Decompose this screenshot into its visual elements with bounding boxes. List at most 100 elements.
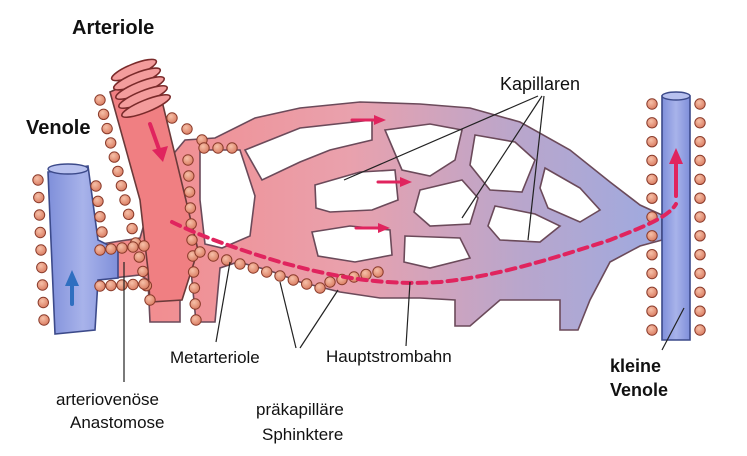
muscle-bead — [189, 298, 201, 310]
muscle-bead — [314, 282, 326, 294]
arteriole-vessel — [109, 58, 199, 303]
muscle-bead — [646, 249, 658, 261]
muscle-bead — [105, 243, 117, 255]
flow-arrow-icon — [148, 122, 168, 162]
label-praekapillaere: präkapilläre — [256, 400, 344, 419]
muscle-bead — [646, 117, 658, 129]
tissue-space — [403, 235, 472, 269]
muscle-bead — [694, 98, 706, 110]
muscle-bead — [96, 226, 108, 238]
muscle-bead — [247, 262, 260, 274]
label-sphinktere: Sphinktere — [262, 425, 343, 444]
muscle-bead — [261, 266, 273, 278]
tissue-space — [311, 225, 393, 263]
right-venole-vessel — [661, 91, 691, 341]
muscle-bead — [187, 266, 200, 278]
blood-flow-dashed-path — [170, 202, 678, 285]
leader-lines — [123, 95, 685, 382]
muscle-bead — [694, 230, 706, 242]
muscle-bead — [646, 267, 658, 280]
muscle-bead — [694, 173, 706, 186]
muscle-bead — [127, 241, 139, 253]
muscle-bead — [36, 261, 48, 274]
muscle-bead — [694, 267, 706, 280]
label-venole-right: Venole — [610, 380, 668, 400]
muscle-bead — [112, 165, 124, 178]
muscle-bead — [182, 154, 194, 166]
muscle-bead — [138, 240, 150, 252]
muscle-bead — [694, 324, 706, 336]
muscle-bead — [694, 249, 706, 261]
muscle-bead — [144, 294, 156, 306]
muscle-bead — [694, 286, 706, 298]
muscle-bead — [101, 122, 113, 135]
smooth-muscle-beads — [32, 94, 706, 336]
muscle-bead — [137, 265, 149, 278]
muscle-bead — [234, 258, 246, 270]
muscle-bead — [122, 208, 135, 221]
flow-arrow-icon — [669, 148, 683, 198]
muscle-bead — [116, 242, 128, 254]
muscle-bead — [105, 137, 117, 149]
label-arteriole: Arteriole — [72, 17, 154, 39]
muscle-bead — [694, 305, 706, 317]
muscle-bead — [94, 280, 106, 292]
muscle-bead — [646, 305, 658, 317]
tissue-space — [487, 205, 562, 243]
flow-arrow-icon — [65, 270, 79, 306]
flow-arrow-icon — [350, 115, 386, 125]
muscle-bead — [97, 108, 110, 121]
capillary-network — [94, 101, 663, 331]
label-anastomose: Anastomose — [70, 413, 165, 432]
muscle-bead — [226, 142, 238, 154]
muscle-bead — [181, 123, 193, 135]
muscle-bead — [274, 270, 286, 282]
muscle-bead — [646, 98, 658, 110]
tissue-space — [413, 179, 479, 227]
muscle-bead — [694, 192, 706, 204]
muscle-bead — [194, 246, 206, 258]
muscle-bead — [94, 244, 106, 256]
muscle-bead — [301, 278, 313, 290]
muscle-bead — [372, 266, 384, 278]
muscle-bead — [37, 296, 49, 309]
muscle-bead — [126, 222, 138, 235]
muscle-bead — [127, 278, 139, 291]
muscle-bead — [646, 154, 658, 167]
muscle-bead — [92, 195, 104, 208]
muscle-bead — [646, 324, 658, 336]
muscle-bead — [694, 211, 706, 223]
muscle-bead — [133, 251, 146, 263]
left-venole-vessel — [47, 163, 119, 335]
muscle-bead — [183, 170, 195, 182]
flow-arrow-icon — [354, 223, 390, 233]
label-arteriovenoese: arteriovenöse — [56, 390, 159, 409]
muscle-bead — [90, 180, 102, 192]
tissue-space — [314, 169, 399, 213]
muscle-bead — [221, 254, 233, 266]
muscle-bead — [94, 211, 106, 223]
muscle-bead — [34, 226, 46, 239]
muscle-bead — [115, 180, 128, 192]
muscle-bead — [198, 142, 210, 154]
muscle-bead — [94, 94, 106, 106]
muscle-bead — [646, 286, 658, 298]
muscle-bead — [186, 234, 198, 246]
muscle-bead — [287, 274, 299, 286]
muscle-bead — [207, 250, 220, 262]
tissue-space — [469, 134, 536, 193]
tissue-space — [539, 166, 602, 223]
muscle-bead — [646, 173, 658, 186]
muscle-bead — [183, 186, 196, 198]
label-kapillaren: Kapillaren — [500, 74, 580, 94]
muscle-bead — [694, 136, 706, 148]
muscle-bead — [35, 244, 47, 256]
tissue-space — [199, 149, 256, 249]
muscle-bead — [33, 209, 46, 221]
label-metarteriole: Metarteriole — [170, 348, 260, 367]
muscle-bead — [646, 136, 658, 148]
tissue-space — [243, 119, 373, 182]
labels: Arteriole Venole Kapillaren Metarteriole… — [26, 17, 668, 444]
muscle-bead — [116, 279, 128, 291]
